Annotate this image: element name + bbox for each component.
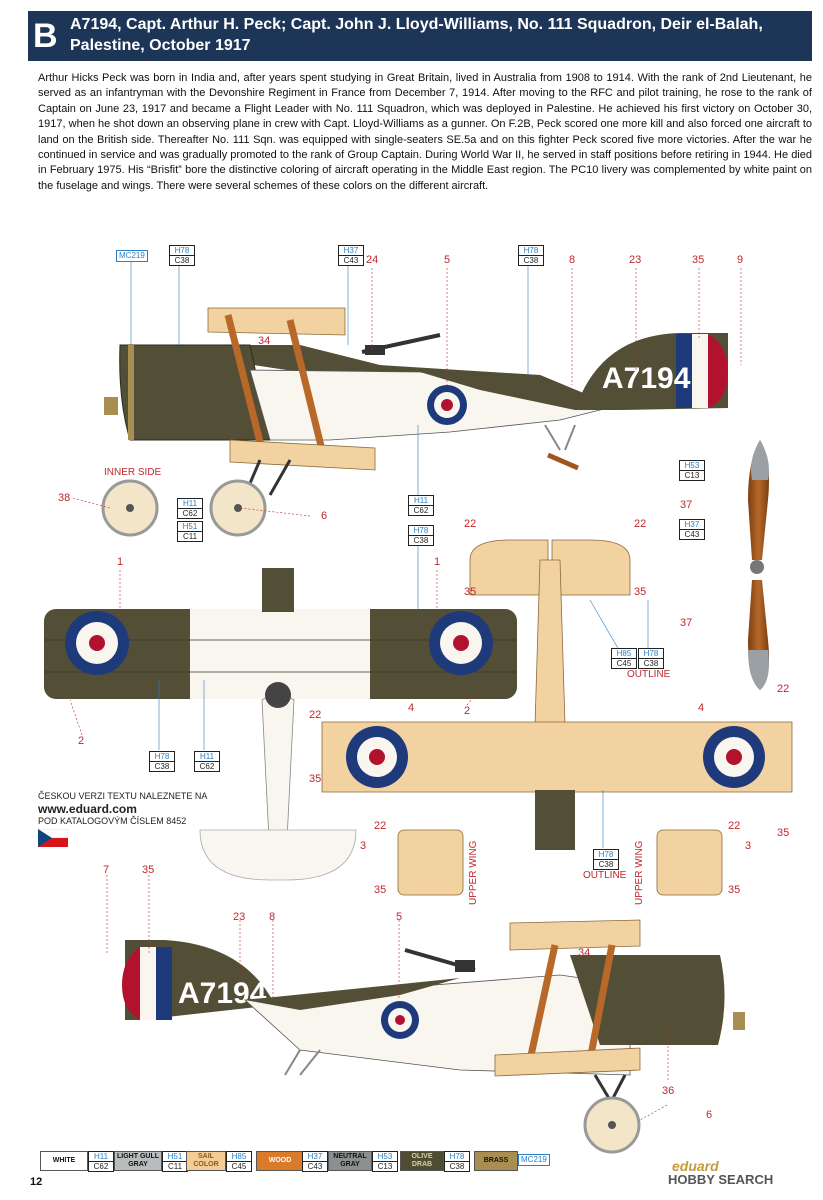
callout-35: 35 [777,827,790,839]
hobby-search-watermark: HOBBY SEARCH [668,1172,774,1187]
callout-3: 3 [360,840,367,852]
eduard-logo: eduard [672,1158,719,1174]
callout-22: 22 [464,518,477,530]
callout-35: 35 [309,773,322,785]
legend-olive-drab-swatch: OLIVE DRAB [400,1151,444,1171]
callout-34: 34 [578,947,591,959]
callout-35: 35 [142,864,155,876]
callout-6: 6 [321,510,328,522]
callout-8: 8 [569,254,576,266]
profile-header: B A7194, Capt. Arthur H. Peck; Capt. Joh… [28,11,812,61]
callout-35: 35 [634,586,647,598]
profile-letter: B [33,17,58,55]
callout-2: 2 [78,735,85,747]
fin-serial: A7194 [602,362,691,395]
callout-23: 23 [629,254,642,266]
callout-5: 5 [396,911,403,923]
callout-35: 35 [692,254,705,266]
upper-wing-label: UPPER WING [634,840,645,905]
callout-23: 23 [233,911,246,923]
callout-35: 35 [374,884,387,896]
inner-side-label: INNER SIDE [104,467,162,478]
callout-4: 4 [408,702,415,714]
callout-22: 22 [374,820,387,832]
callout-22: 22 [728,820,741,832]
outline-label: OUTLINE [627,669,671,680]
callout-35: 35 [728,884,741,896]
callout-1: 1 [117,556,124,568]
callout-37: 37 [680,499,693,511]
callout-3: 3 [745,840,752,852]
legend-brass-code: MC219 [518,1154,550,1166]
legend-light-gull-gray-swatch: LIGHT GULL GRAY [114,1151,162,1171]
callout-4: 4 [698,702,705,714]
outline-label: OUTLINE [583,870,627,881]
code-mc219: MC219 [116,250,148,262]
callout-1: 1 [434,556,441,568]
upper-wing-label: UPPER WING [468,840,479,905]
callout-38: 38 [58,492,71,504]
callout-leaders [69,268,742,1121]
callout-36: 36 [662,1085,675,1097]
top-plan-view [44,568,517,881]
note-url: www.eduard.com [38,802,137,816]
callout-37: 37 [680,617,693,629]
code-leaders [130,262,649,848]
profile-title: A7194, Capt. Arthur H. Peck; Capt. John … [70,16,763,54]
note-line-1: ČESKOU VERZI TEXTU NALEZNETE NA [38,791,208,801]
legend-white-swatch: WHITE [40,1151,88,1171]
callout-5: 5 [444,254,451,266]
callout-22: 22 [777,683,790,695]
callout-9: 9 [737,254,744,266]
side-view-right: A7194 [122,919,745,1154]
callout-35: 35 [464,586,477,598]
callout-34: 34 [258,335,271,347]
note-line-3: POD KATALOGOVÝM ČÍSLEM 8452 [38,816,187,826]
bottom-plan-view [321,539,793,896]
callout-2: 2 [464,705,471,717]
page-number: 12 [30,1176,43,1188]
callout-7: 7 [103,864,110,876]
callout-22: 22 [634,518,647,530]
czech-version-note: ČESKOU VERZI TEXTU NALEZNETE NA www.edua… [37,791,208,850]
legend-wood-swatch: WOOD [256,1151,304,1171]
callout-22: 22 [309,709,322,721]
legend-neutral-gray-swatch: NEUTRAL GRAY [328,1151,372,1171]
legend-brass-swatch: BRASS [474,1151,518,1171]
callout-24: 24 [366,254,379,266]
czech-flag-icon [37,828,69,847]
legend-sail-color-swatch: SAIL COLOR [186,1151,226,1171]
side-view-left: A7194 [101,307,728,537]
callout-8: 8 [269,911,276,923]
callout-6: 6 [706,1109,713,1121]
propeller-artwork [748,440,769,690]
pilot-biography: Arthur Hicks Peck was born in India and,… [38,72,812,192]
